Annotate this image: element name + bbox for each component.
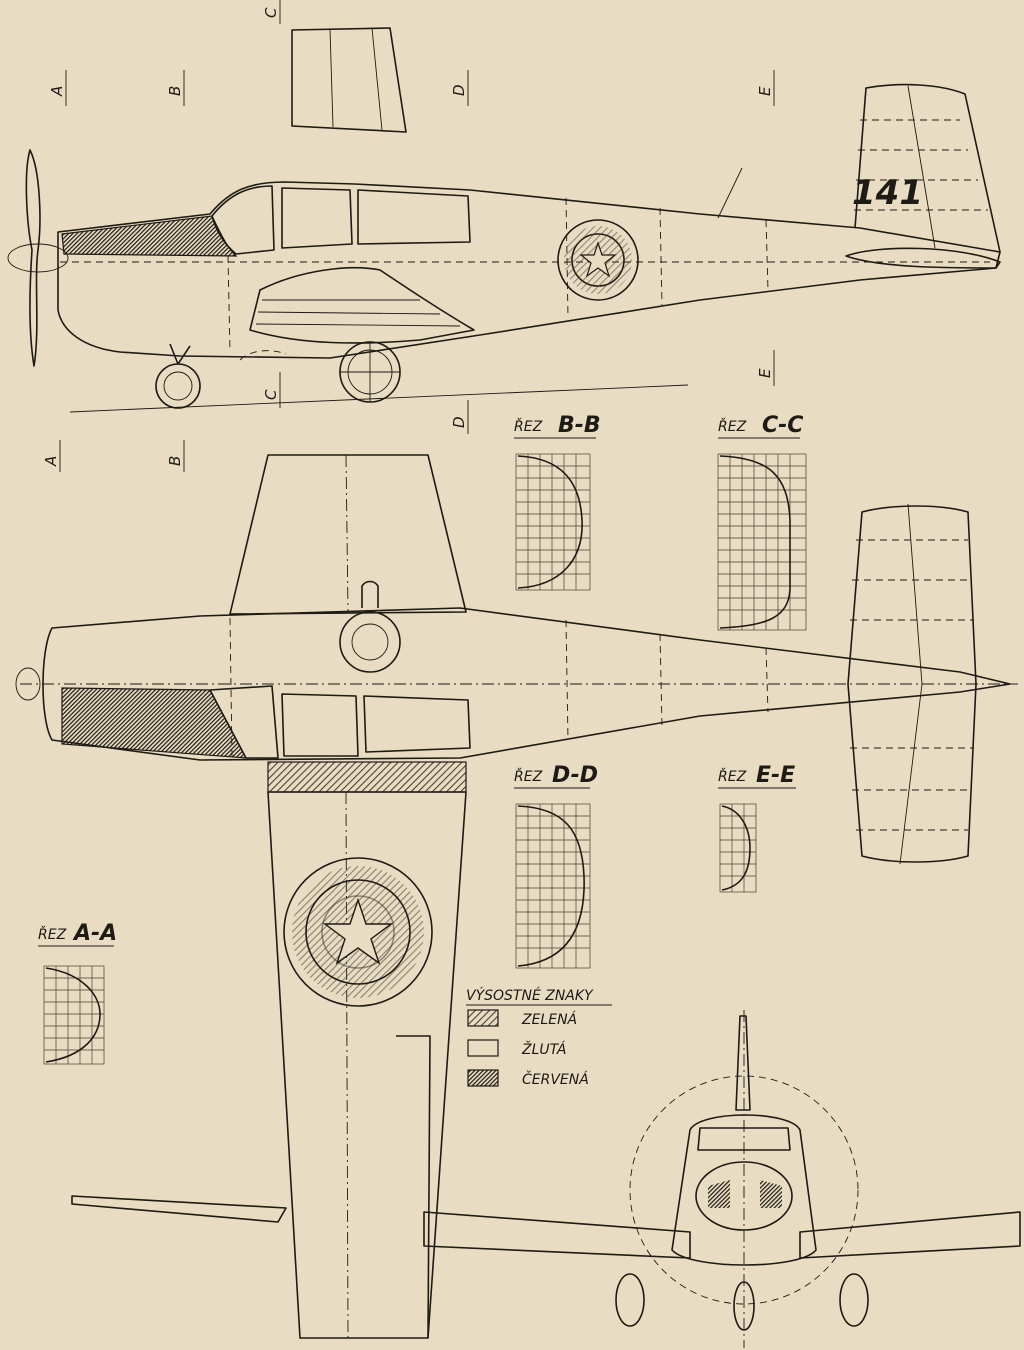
marker-a-top: A [48, 86, 66, 97]
section-dd-mark: D-D [552, 763, 598, 788]
legend-swatch-yellow [467, 1039, 499, 1057]
legend-label-yellow: ŽLUTÁ [521, 1040, 566, 1058]
side-section-markers: A B D E C C D E A B [42, 0, 775, 472]
legend-title: VÝSOSTNÉ ZNAKY [466, 987, 594, 1004]
marker-d-bottom: D [450, 416, 468, 428]
marker-e-top: E [756, 86, 774, 96]
markings-legend: VÝSOSTNÉ ZNAKY ZELENÁ ŽLUTÁ ČERVENÁ [466, 987, 612, 1088]
section-cc-mark: C-C [762, 413, 803, 438]
section-dd: ŘEZ D-D [514, 763, 598, 969]
legend-label-green: ZELENÁ [521, 1011, 577, 1028]
marker-d-top: D [450, 84, 468, 96]
legend-label-red: ČERVENÁ [522, 1070, 589, 1088]
section-ee-prefix: ŘEZ [718, 768, 747, 785]
marker-c-top: C [262, 7, 280, 18]
legend-swatch-red [467, 1069, 499, 1087]
section-bb-mark: B-B [558, 413, 601, 438]
section-aa-prefix: ŘEZ [38, 926, 67, 943]
side-view [7, 27, 1001, 413]
section-bb-prefix: ŘEZ [514, 418, 543, 435]
marker-b-top: B [166, 86, 184, 96]
marker-e-bottom: E [756, 368, 774, 378]
section-ee-mark: E-E [756, 763, 795, 788]
section-cc: ŘEZ C-C [717, 413, 807, 631]
section-bb: ŘEZ B-B [514, 413, 601, 591]
plan-view [15, 454, 1018, 1339]
fuselage-number: 141 [852, 173, 923, 213]
section-aa: ŘEZ A-A [38, 921, 117, 1065]
section-dd-prefix: ŘEZ [514, 768, 543, 785]
marker-a-plan: A [42, 456, 60, 467]
legend-swatch-green [467, 1009, 499, 1027]
marker-c-bottom: C [262, 389, 280, 400]
section-aa-mark: A-A [72, 921, 117, 946]
section-ee: ŘEZ E-E [718, 763, 796, 893]
marker-b-plan: B [166, 456, 184, 466]
section-cc-prefix: ŘEZ [718, 418, 747, 435]
front-view [423, 1010, 1021, 1348]
